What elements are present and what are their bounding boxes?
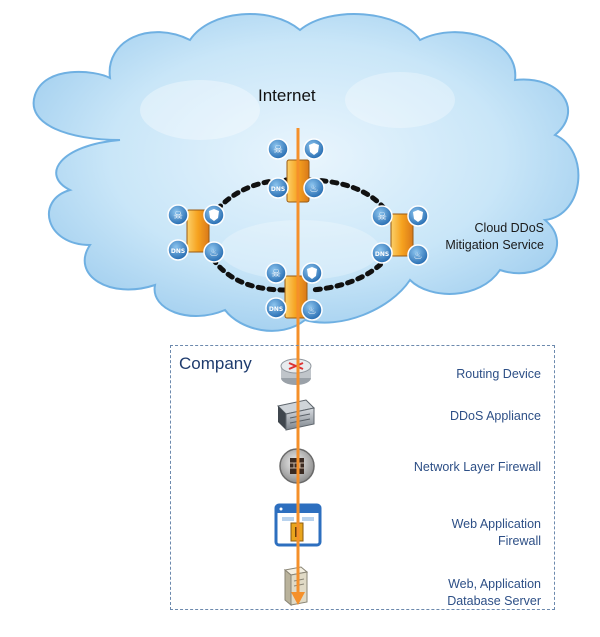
firewall-icon: ♨ <box>414 251 423 262</box>
skull-bug-icon: ☠ <box>273 143 283 156</box>
skull-bug-icon: ☠ <box>173 209 183 222</box>
traffic-path <box>291 128 305 605</box>
shield-icon <box>413 210 423 222</box>
cloud-service-label: Cloud DDoS Mitigation Service <box>445 221 544 252</box>
skull-bug-icon: ☠ <box>377 210 387 223</box>
dns-icon: DNS <box>271 186 285 193</box>
router-icon <box>280 358 312 385</box>
server-label: Web, Application Database Server <box>447 577 541 608</box>
dns-icon: DNS <box>171 248 185 255</box>
server-icon <box>390 213 414 257</box>
shield-icon <box>307 267 317 279</box>
mitigation-node-left: ☠ DNS ♨ <box>167 204 225 263</box>
server-icon <box>284 275 308 319</box>
web-app-firewall-label: Web Application Firewall <box>451 517 541 548</box>
firewall-icon: ♨ <box>210 248 219 259</box>
skull-bug-icon: ☠ <box>271 267 281 280</box>
arrow-head-icon <box>291 592 305 605</box>
mitigation-node-right: ☠ DNS ♨ <box>371 205 429 266</box>
ddos-appliance-icon <box>276 399 316 431</box>
server-icon <box>186 209 210 253</box>
shield-icon <box>309 143 319 155</box>
routing-device-label: Routing Device <box>456 367 541 381</box>
dns-icon: DNS <box>269 306 283 313</box>
mitigation-node-bottom: ☠ DNS ♨ <box>265 262 323 321</box>
firewall-icon: ♨ <box>310 184 319 195</box>
dns-icon: DNS <box>375 251 389 258</box>
shield-icon <box>209 209 219 221</box>
company-boundary <box>170 345 555 610</box>
internet-label: Internet <box>258 86 316 105</box>
ddos-appliance-label: DDoS Appliance <box>449 409 541 423</box>
firewall-icon: ♨ <box>308 306 317 317</box>
network-layer-firewall-label: Network Layer Firewall <box>413 460 541 474</box>
company-label: Company <box>179 354 252 373</box>
